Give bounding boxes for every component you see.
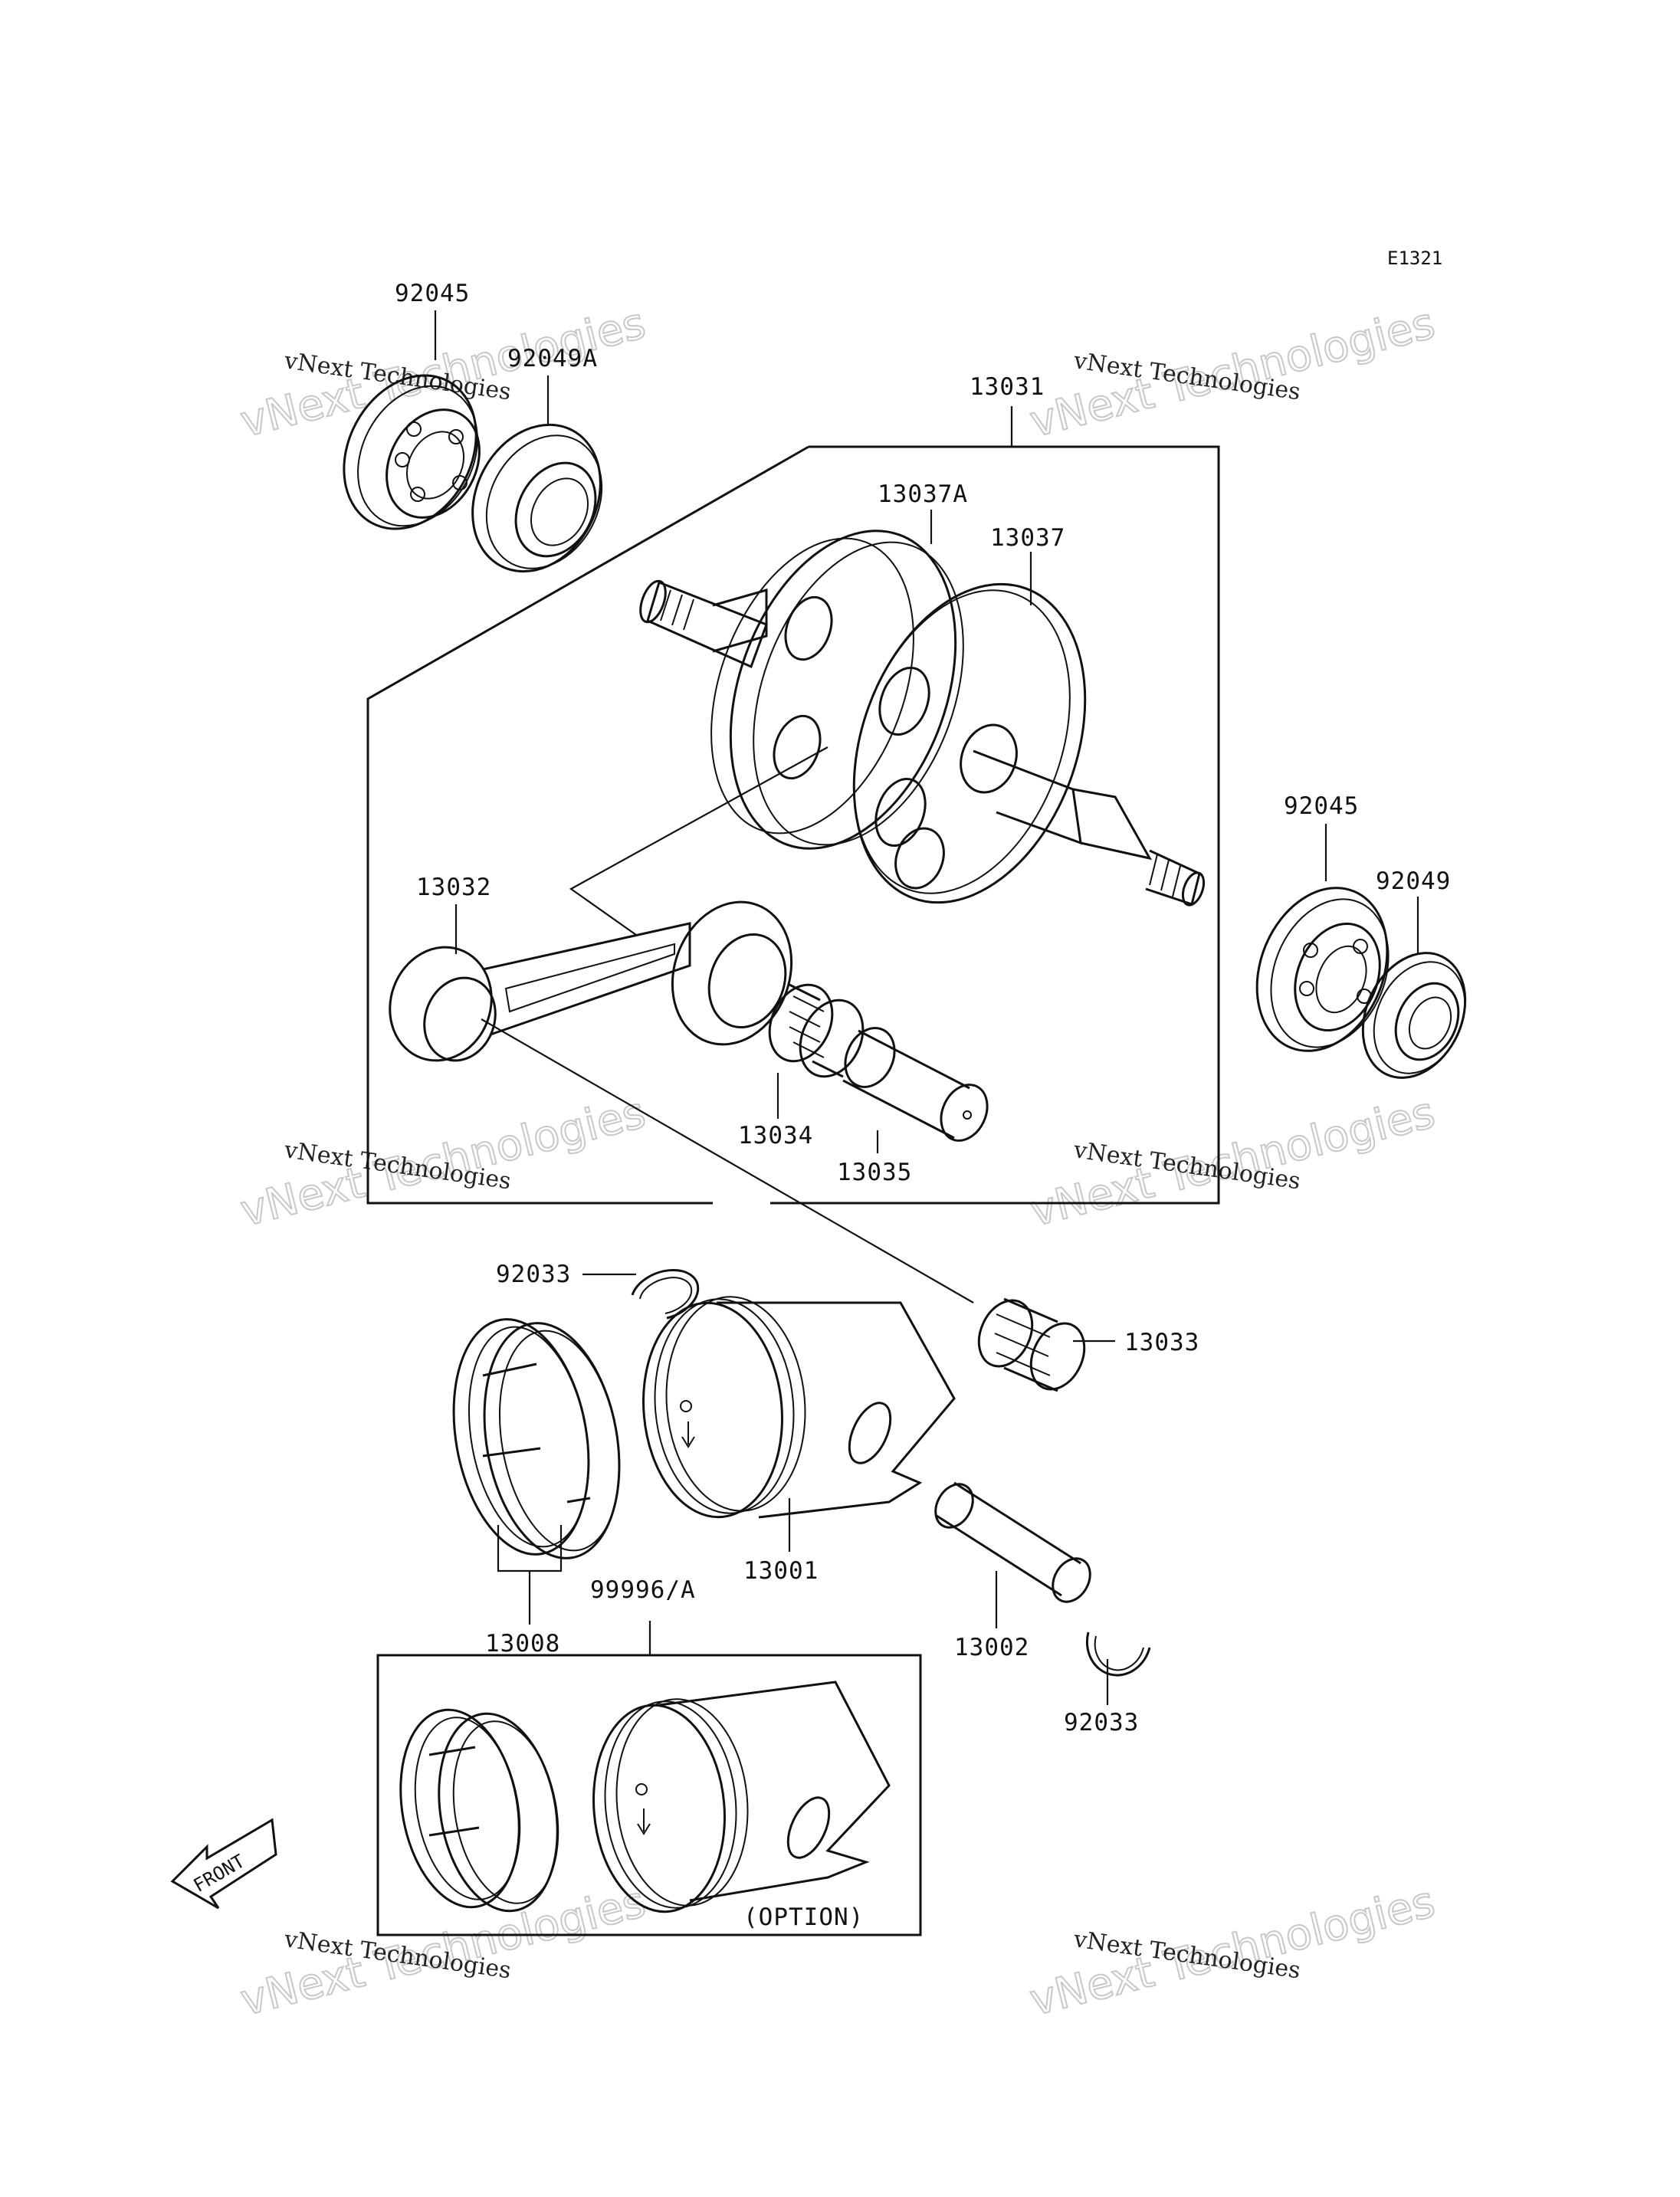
label-option: (OPTION) bbox=[743, 1904, 864, 1931]
needle-bearing-13034[interactable] bbox=[758, 975, 875, 1087]
label-92045-top[interactable]: 92045 bbox=[395, 280, 470, 307]
option-piston[interactable] bbox=[586, 1681, 891, 1917]
option-piston-rings[interactable] bbox=[386, 1700, 573, 1920]
piston-13001[interactable] bbox=[635, 1291, 956, 1523]
label-13037[interactable]: 13037 bbox=[990, 524, 1065, 552]
piston-rings-13008[interactable] bbox=[436, 1309, 636, 1569]
label-92033-bottom[interactable]: 92033 bbox=[1064, 1709, 1139, 1736]
part-labels: 92045 92049A 13031 13037A 13037 92045 92… bbox=[395, 280, 1451, 1931]
label-13001[interactable]: 13001 bbox=[743, 1557, 819, 1585]
piston-pin-13002[interactable] bbox=[928, 1477, 1098, 1608]
watermark-bottom-right: vNext Technologies vNext Technologies bbox=[1025, 1877, 1441, 2027]
front-arrow-icon: FRONT bbox=[170, 1818, 277, 1910]
watermark-top-right: vNext Technologies vNext Technologies bbox=[1025, 298, 1441, 448]
needle-bearing-13033[interactable] bbox=[969, 1292, 1094, 1399]
watermark-bottom-left: vNext Technologies vNext Technologies bbox=[235, 1877, 651, 2027]
crankshaft-assembly-frame bbox=[366, 445, 1220, 1205]
connecting-rod-13032[interactable] bbox=[374, 885, 811, 1075]
label-13032[interactable]: 13032 bbox=[416, 874, 491, 901]
bearing-92045-right[interactable] bbox=[1234, 868, 1411, 1071]
label-92033-top[interactable]: 92033 bbox=[496, 1261, 571, 1288]
label-92049A[interactable]: 92049A bbox=[507, 345, 598, 372]
watermark-top-left: vNext Technologies vNext Technologies bbox=[235, 298, 651, 448]
label-13037A[interactable]: 13037A bbox=[878, 480, 968, 508]
label-13034[interactable]: 13034 bbox=[738, 1122, 813, 1149]
circlip-92033-bottom[interactable] bbox=[1085, 1631, 1151, 1677]
label-92045-right[interactable]: 92045 bbox=[1284, 792, 1359, 820]
option-box bbox=[376, 1621, 922, 1936]
front-label: FRONT bbox=[190, 1850, 249, 1896]
crank-pin-13035[interactable] bbox=[836, 1020, 996, 1148]
watermark-mid-right: vNext Technologies vNext Technologies bbox=[1025, 1087, 1441, 1238]
label-13033[interactable]: 13033 bbox=[1124, 1329, 1199, 1356]
watermark-mid-left: vNext Technologies vNext Technologies bbox=[235, 1087, 651, 1238]
oil-seal-92049[interactable] bbox=[1344, 936, 1485, 1094]
label-13008[interactable]: 13008 bbox=[485, 1630, 560, 1658]
diagram-code: E1321 bbox=[1387, 248, 1442, 269]
bearing-92045-top[interactable] bbox=[318, 353, 502, 553]
oil-seal-92049A[interactable] bbox=[448, 402, 625, 594]
label-13002[interactable]: 13002 bbox=[954, 1634, 1029, 1661]
label-99996A[interactable]: 99996/A bbox=[590, 1576, 696, 1604]
leader-lines bbox=[434, 310, 1419, 1343]
label-92049[interactable]: 92049 bbox=[1376, 867, 1451, 895]
label-13035[interactable]: 13035 bbox=[837, 1159, 912, 1186]
crankshaft[interactable] bbox=[635, 500, 1208, 935]
label-13031[interactable]: 13031 bbox=[970, 373, 1045, 401]
